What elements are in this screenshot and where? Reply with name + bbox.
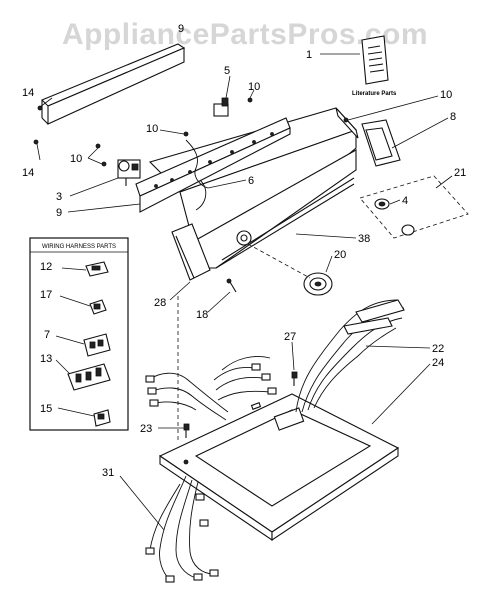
leader-5: [225, 75, 231, 99]
knob-part-20: [303, 272, 333, 296]
callout-10-mid: 10: [146, 123, 158, 135]
callout-18: 18: [196, 309, 208, 321]
callout-3: 3: [56, 191, 62, 203]
rear-panel-part-14: [33, 43, 186, 145]
leader-3: [69, 177, 119, 197]
connector-part-13: [67, 363, 111, 391]
wiring-harness-parts-box: [29, 237, 129, 431]
callout-9-top: 9: [178, 23, 184, 35]
axis-knob-20: [247, 243, 311, 279]
leader-14a: [39, 97, 53, 108]
knob-part-4: [374, 198, 415, 236]
leader-10e: [347, 95, 439, 121]
leader-10c: [159, 129, 185, 135]
callout-6: 6: [248, 175, 254, 187]
harness-part-31: [145, 475, 219, 583]
callout-23: 23: [140, 423, 152, 435]
leader-10a: [87, 147, 99, 159]
harness-part-6: [185, 139, 209, 211]
top-panel-part-24: [158, 393, 400, 542]
connector-part-15: [93, 409, 111, 427]
literature-parts-label: Literature Parts: [352, 91, 397, 97]
callout-27: 27: [284, 331, 296, 343]
wiring-harness-parts-label: WIRING HARNESS PARTS: [42, 244, 116, 250]
leader-10b: [87, 157, 103, 165]
leader-31: [119, 475, 165, 531]
leader-14b: [36, 143, 41, 161]
literature-parts-part-1: [361, 35, 389, 85]
callout-21: 21: [454, 167, 466, 179]
leader-9: [67, 203, 141, 213]
leader-18: [207, 291, 231, 313]
callout-4: 4: [402, 195, 408, 207]
leader-4: [389, 199, 401, 205]
callout-20: 20: [334, 249, 346, 261]
screw-part-23: [183, 423, 190, 438]
leader-6: [207, 179, 247, 189]
callout-8: 8: [450, 111, 456, 123]
leader-15: [57, 407, 95, 417]
leader-7: [55, 335, 85, 345]
callout-1: 1: [306, 49, 312, 61]
leader-10d: [249, 89, 255, 99]
leader-27: [291, 341, 295, 371]
end-panel-part-28: [171, 223, 211, 281]
callout-24: 24: [432, 357, 444, 369]
connector-part-12: [85, 261, 109, 277]
callout-13: 13: [40, 353, 52, 365]
callout-15: 15: [40, 403, 52, 415]
leader-28: [169, 281, 191, 301]
callout-10-right: 10: [440, 89, 452, 101]
callout-22: 22: [432, 343, 444, 355]
callout-14-bottom: 14: [22, 167, 34, 179]
connector-part-7: [83, 333, 111, 357]
callout-10-left: 10: [70, 153, 82, 165]
callout-17: 17: [40, 289, 52, 301]
timer-part-3: [117, 159, 141, 186]
callout-31: 31: [102, 467, 114, 479]
leader-12: [61, 267, 87, 271]
leader-8: [391, 117, 449, 149]
end-cap-part-8: [361, 119, 401, 167]
screw-part-18: [226, 278, 237, 293]
connector-part-17: [89, 299, 107, 315]
leader-24: [371, 363, 431, 425]
leader-17: [59, 295, 91, 307]
callout-9: 9: [56, 207, 62, 219]
screw-part-27: [291, 371, 298, 386]
leader-20: [325, 255, 333, 273]
callout-10-top: 10: [248, 81, 260, 93]
callout-7: 7: [44, 329, 50, 341]
harness-part-22: [295, 299, 405, 413]
control-bracket-part-9: [135, 117, 291, 213]
switch-part-5: [213, 97, 229, 117]
leader-38: [295, 233, 357, 239]
callout-5: 5: [224, 65, 230, 77]
callout-labels: 9 14 14 5 10 1 10 8 10 10 3 9 6 21 4 38 …: [22, 23, 466, 479]
leader-13: [55, 359, 71, 375]
callout-28: 28: [154, 297, 166, 309]
leader-22: [365, 345, 431, 349]
callout-12: 12: [40, 261, 52, 273]
callout-38: 38: [358, 233, 370, 245]
knob-kit-box-part-21: [359, 175, 469, 239]
main-wiring-bundle: [145, 356, 277, 421]
callout-14-top: 14: [22, 87, 34, 99]
leader-21: [435, 175, 453, 189]
